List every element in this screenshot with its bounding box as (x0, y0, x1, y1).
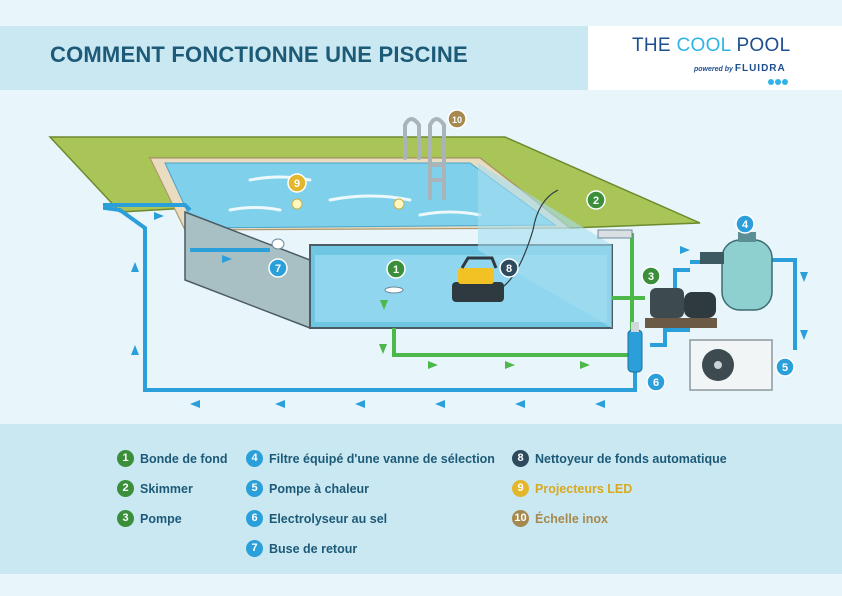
marker-badge-2: 2 (586, 190, 606, 210)
marker-number: 10 (452, 115, 462, 125)
powered-by-text: powered by (694, 66, 733, 73)
legend-item: 7 Buse de retour (246, 540, 357, 557)
marker-badge-10: 10 (447, 109, 467, 129)
title-banner (0, 26, 588, 90)
marker-number: 3 (648, 271, 654, 283)
led-light-icon (393, 198, 405, 210)
legend-item: 2 Skimmer (117, 480, 193, 497)
legend-label: Nettoyeur de fonds automatique (535, 451, 727, 466)
legend-item: 8 Nettoyeur de fonds automatique (512, 450, 727, 467)
legend-number-badge: 9 (512, 480, 529, 497)
legend-number-badge: 6 (246, 510, 263, 527)
marker-number: 4 (742, 219, 749, 231)
heat-pump-icon (689, 339, 773, 391)
return-nozzle-icon (271, 238, 285, 250)
legend-number-badge: 4 (246, 450, 263, 467)
marker-number: 7 (275, 263, 281, 275)
legend-label: Échelle inox (535, 511, 608, 526)
legend-panel: 1 Bonde de fond 2 Skimmer 3 Pompe 4 Filtre é… (0, 424, 842, 574)
robot-cleaner-icon (452, 189, 559, 302)
skimmer-icon (597, 229, 633, 239)
marker-number: 5 (782, 362, 788, 374)
legend-item: 5 Pompe à chaleur (246, 480, 369, 497)
legend-item: 10 Échelle inox (512, 510, 608, 527)
marker-badge-7: 7 (268, 258, 288, 278)
legend-item: 1 Bonde de fond (117, 450, 228, 467)
legend-label: Filtre équipé d'une vanne de sélection (269, 451, 495, 466)
brand-word-2: COOL (676, 35, 731, 56)
legend-number-badge: 5 (246, 480, 263, 497)
marker-badge-9: 9 (287, 173, 307, 193)
powered-by: powered by FLUIDRA (694, 63, 786, 74)
legend-label: Bonde de fond (140, 451, 228, 466)
legend-number-badge: 3 (117, 510, 134, 527)
return-pipes (103, 203, 797, 392)
legend-number-badge: 7 (246, 540, 263, 557)
legend-item: 9 Projecteurs LED (512, 480, 632, 497)
legend-number-badge: 1 (117, 450, 134, 467)
marker-number: 2 (593, 195, 599, 207)
ladder-icon (403, 117, 446, 200)
pool-diagram: 1 2 3 4 5 6 7 8 9 10 (48, 109, 808, 408)
legend-item: 4 Filtre équipé d'une vanne de sélection (246, 450, 495, 467)
brand-word-1: THE (632, 35, 671, 56)
legend-number-badge: 10 (512, 510, 529, 527)
legend-label: Electrolyseur au sel (269, 511, 388, 526)
main-drain-icon (384, 286, 404, 294)
legend-item: 6 Electrolyseur au sel (246, 510, 387, 527)
legend-label: Skimmer (140, 481, 193, 496)
company-name: FLUIDRA (734, 63, 786, 74)
marker-number: 1 (393, 264, 399, 276)
electrolyser-icon (627, 322, 643, 373)
marker-number: 9 (294, 178, 300, 190)
page-title: COMMENT FONCTIONNE UNE PISCINE (50, 42, 468, 67)
legend-label: Projecteurs LED (535, 481, 633, 496)
brand-word-3: POOL (736, 35, 791, 56)
pump-icon (645, 288, 717, 328)
pool-back-wall (478, 163, 612, 328)
legend-label: Buse de retour (269, 541, 358, 556)
legend-number-badge: 2 (117, 480, 134, 497)
marker-number: 8 (506, 263, 512, 275)
brand-dots-icon (768, 72, 789, 90)
legend-number-badge: 8 (512, 450, 529, 467)
legend-label: Pompe à chaleur (269, 481, 370, 496)
led-light-icon (291, 198, 303, 210)
brand-logo: THE COOL POOL (632, 35, 790, 57)
legend-item: 3 Pompe (117, 510, 182, 527)
marker-badge-1: 1 (386, 259, 406, 279)
marker-badge-3: 3 (641, 266, 661, 286)
marker-number: 6 (653, 377, 659, 389)
return-flow-arrows (131, 212, 808, 408)
sand-filter-icon (700, 232, 773, 311)
marker-badge-4: 4 (735, 214, 755, 234)
legend-label: Pompe (140, 511, 182, 526)
suction-flow-arrows (379, 300, 590, 369)
marker-badge-8: 8 (499, 258, 519, 278)
brand-logo-box (588, 26, 842, 90)
marker-badge-5: 5 (775, 357, 795, 377)
marker-badge-6: 6 (646, 372, 666, 392)
